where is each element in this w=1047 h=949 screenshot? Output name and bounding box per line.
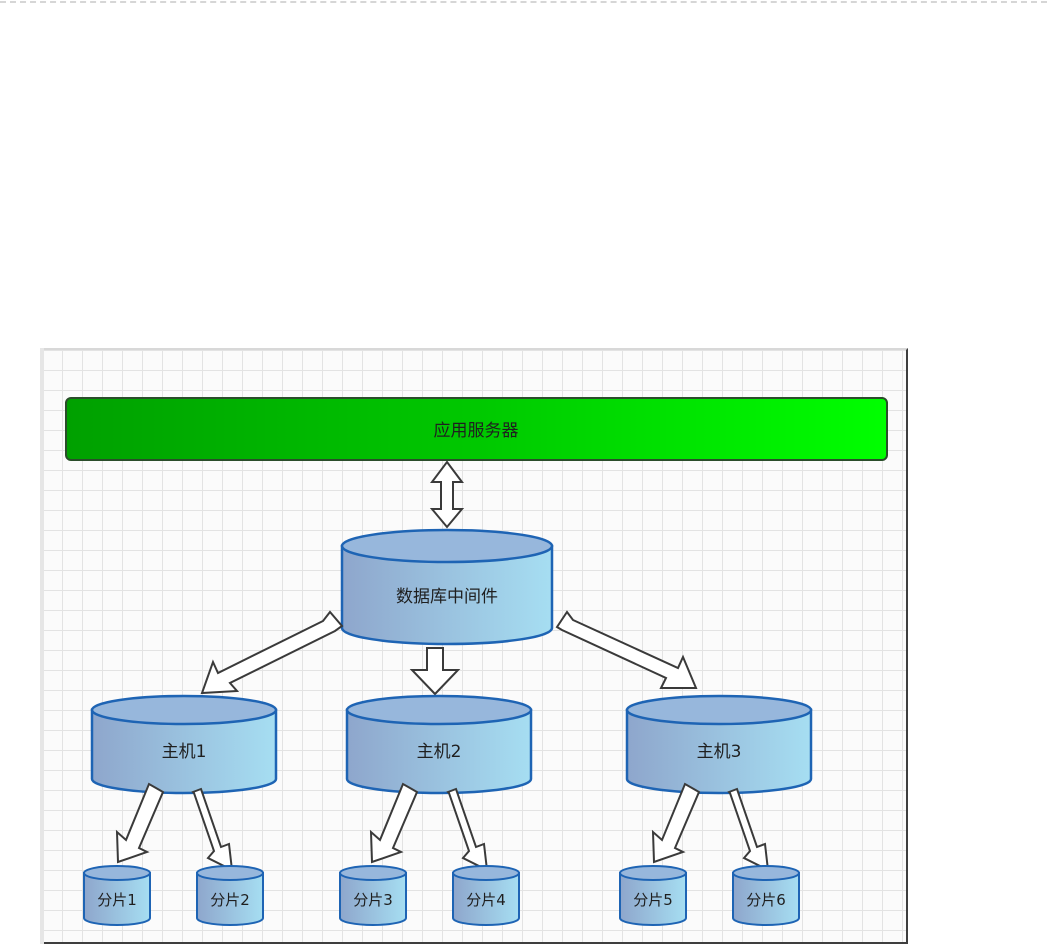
- app-server-label: 应用服务器: [434, 421, 519, 441]
- middleware-label: 数据库中间件: [396, 587, 498, 607]
- arrow-host2-shard4: [448, 789, 487, 870]
- arrow-host1-shard1: [117, 784, 163, 862]
- arrow-middleware-host3: [557, 612, 696, 688]
- shard-node-3: 分片3: [340, 866, 406, 925]
- shard-node-6: 分片6: [733, 866, 799, 925]
- arrow-middleware-host1: [202, 612, 342, 693]
- shard-label: 分片6: [746, 891, 786, 909]
- arrow-host3-shard5: [653, 784, 699, 862]
- host-label: 主机2: [417, 742, 462, 762]
- host-node-3: 主机3: [627, 696, 811, 793]
- shard-node-5: 分片5: [620, 866, 686, 925]
- arrow-app-middleware: [432, 462, 462, 527]
- host-label: 主机1: [162, 742, 207, 762]
- shard-label: 分片2: [210, 891, 250, 909]
- arrow-middleware-host2: [412, 648, 458, 694]
- shard-node-2: 分片2: [197, 866, 263, 925]
- shard-label: 分片1: [97, 891, 137, 909]
- arrow-host1-shard2: [193, 789, 232, 870]
- host-label: 主机3: [697, 742, 742, 762]
- host-node-1: 主机1: [92, 696, 276, 793]
- shard-node-1: 分片1: [84, 866, 150, 925]
- shard-label: 分片5: [633, 891, 673, 909]
- app-server-node: 应用服务器: [66, 398, 887, 460]
- shard-label: 分片3: [353, 891, 393, 909]
- host-node-2: 主机2: [347, 696, 531, 793]
- middleware-node: 数据库中间件: [342, 530, 552, 644]
- arrow-host2-shard3: [371, 784, 417, 862]
- arrow-host3-shard6: [729, 789, 768, 870]
- shard-label: 分片4: [466, 891, 506, 909]
- shard-node-4: 分片4: [453, 866, 519, 925]
